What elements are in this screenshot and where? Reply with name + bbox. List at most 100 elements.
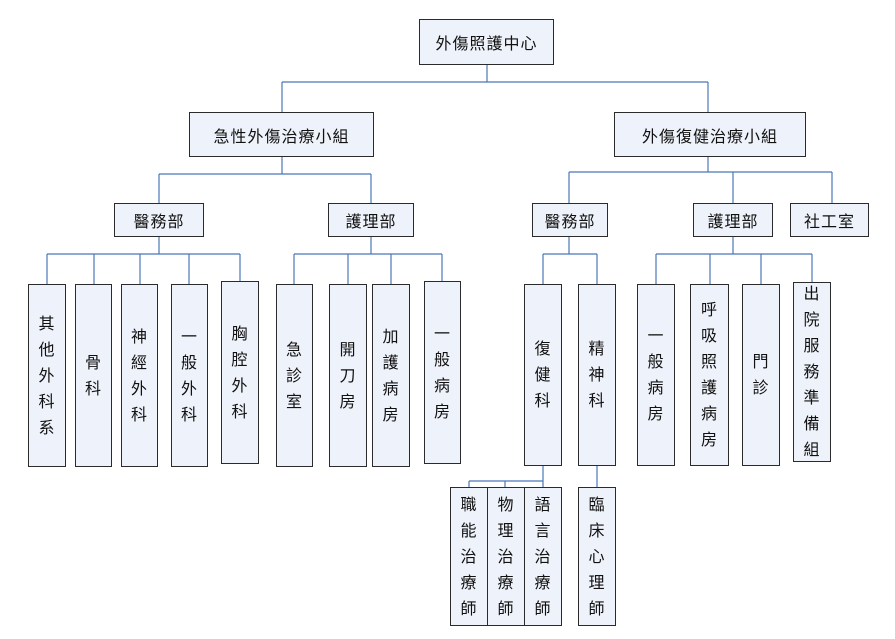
node-char: 師	[460, 598, 478, 618]
node-rehab-trauma-team: 外傷復健治療小組	[614, 112, 806, 157]
node-char: 務	[803, 362, 821, 381]
node-char: 精	[588, 339, 606, 358]
node-char: 診	[285, 365, 303, 385]
node-char: 科	[588, 391, 606, 410]
node-char: 心	[588, 546, 606, 566]
node-char: 復	[534, 339, 552, 358]
node-char: 備	[803, 414, 821, 433]
node-char: 照	[700, 352, 718, 371]
node-char: 呼	[700, 300, 718, 319]
node-char: 房	[382, 404, 400, 424]
node-acute-trauma-team: 急性外傷治療小組	[189, 112, 374, 157]
node-char: 出	[803, 284, 821, 303]
node-char: 外	[231, 375, 249, 395]
node-char: 一	[433, 323, 451, 343]
node-char: 職	[460, 494, 478, 514]
node-char: 科	[38, 391, 56, 411]
node-char: 病	[433, 375, 451, 395]
node-clinical-psychologist: 臨床心理師	[578, 487, 616, 626]
node-char: 一	[180, 326, 198, 346]
node-char: 室	[285, 391, 303, 411]
node-char: 床	[588, 520, 606, 540]
node-acute-general-ward: 一般病房	[424, 281, 461, 464]
node-psychiatry-dept: 精神科	[578, 284, 616, 466]
node-char: 外	[180, 378, 198, 398]
node-char: 治	[460, 546, 478, 566]
node-char: 療	[497, 572, 515, 592]
node-rehab-general-ward: 一般病房	[637, 284, 675, 466]
node-char: 院	[803, 310, 821, 329]
node-char: 師	[588, 598, 606, 618]
node-char: 房	[647, 404, 665, 423]
node-char: 診	[752, 378, 770, 397]
node-occupational-therapist: 職能治療師	[450, 487, 488, 626]
node-char: 外	[38, 365, 56, 385]
node-discharge-prep-team: 出院服務準備組	[793, 282, 831, 462]
node-char: 他	[38, 339, 56, 359]
node-char: 能	[460, 520, 478, 540]
node-social-work-office: 社工室	[790, 203, 869, 237]
node-char: 房	[339, 391, 357, 411]
node-char: 房	[433, 401, 451, 421]
node-char: 房	[700, 430, 718, 449]
node-neurosurgery: 神經外科	[121, 284, 158, 467]
node-char: 一	[647, 326, 665, 345]
node-chest-surgery: 胸腔外科	[221, 281, 259, 464]
node-orthopedics: 骨科	[75, 284, 112, 467]
node-char: 科	[84, 378, 102, 398]
node-char: 神	[130, 326, 148, 346]
node-char: 腔	[231, 349, 249, 369]
node-emergency-room: 急診室	[276, 284, 313, 467]
node-char: 急	[285, 339, 303, 359]
node-char: 病	[700, 404, 718, 423]
node-char: 開	[339, 339, 357, 359]
node-char: 吸	[700, 326, 718, 345]
node-physical-therapist: 物理治療師	[487, 487, 525, 626]
node-char: 神	[588, 365, 606, 384]
node-char: 臨	[588, 494, 606, 514]
node-char: 外	[130, 378, 148, 398]
node-outpatient: 門診	[742, 284, 780, 466]
node-char: 組	[803, 440, 821, 459]
node-char: 護	[700, 378, 718, 397]
node-operating-room: 開刀房	[329, 284, 367, 467]
node-char: 療	[460, 572, 478, 592]
node-char: 師	[497, 598, 515, 618]
node-char: 語	[534, 494, 552, 514]
node-char: 系	[38, 417, 56, 437]
node-rehab-nursing-dept: 護理部	[693, 203, 773, 237]
node-char: 護	[382, 352, 400, 372]
node-char: 健	[534, 365, 552, 384]
node-char: 病	[382, 378, 400, 398]
node-char: 般	[647, 352, 665, 371]
node-char: 科	[231, 401, 249, 421]
node-char: 治	[497, 546, 515, 566]
node-char: 胸	[231, 323, 249, 343]
node-speech-therapist: 語言治療師	[524, 487, 562, 626]
node-char: 門	[752, 352, 770, 371]
node-other-surgery: 其他外科系	[28, 284, 66, 467]
node-char: 師	[534, 598, 552, 618]
node-char: 科	[180, 404, 198, 424]
node-char: 物	[497, 494, 515, 514]
node-char: 理	[588, 572, 606, 592]
node-general-surgery: 一般外科	[171, 284, 208, 467]
node-char: 般	[180, 352, 198, 372]
node-char: 科	[534, 391, 552, 410]
node-rehabilitation-dept: 復健科	[524, 284, 562, 466]
node-char: 服	[803, 336, 821, 355]
node-char: 骨	[84, 352, 102, 372]
node-char: 理	[497, 520, 515, 540]
node-char: 治	[534, 546, 552, 566]
node-icu: 加護病房	[372, 284, 410, 467]
node-char: 準	[803, 388, 821, 407]
node-rehab-medical-dept: 醫務部	[532, 203, 608, 237]
node-char: 其	[38, 313, 56, 333]
node-char: 科	[130, 404, 148, 424]
node-char: 病	[647, 378, 665, 397]
node-char: 療	[534, 572, 552, 592]
node-char: 刀	[339, 365, 357, 385]
node-char: 言	[534, 520, 552, 540]
node-acute-nursing-dept: 護理部	[328, 203, 414, 237]
